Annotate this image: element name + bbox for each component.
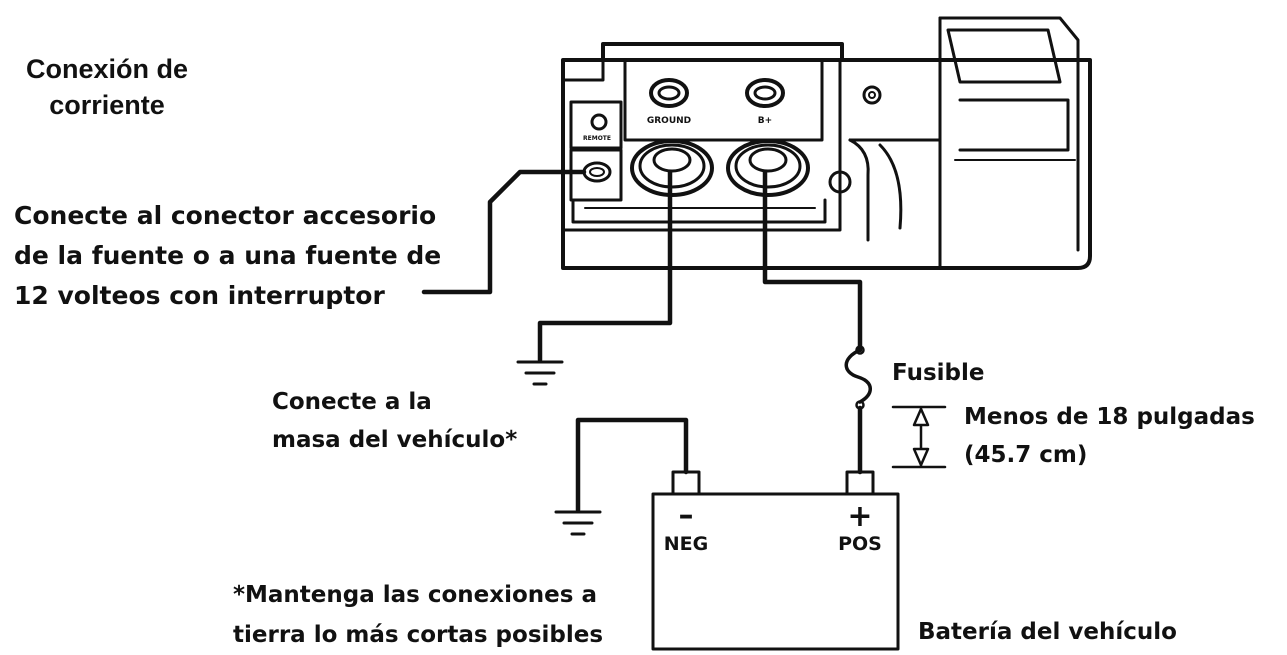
distance-dimension	[891, 405, 947, 469]
battery-ground-symbol-icon	[554, 510, 602, 536]
vehicle-ground-label: Conecte a la masa del vehículo*	[272, 383, 517, 459]
bplus-grommet	[726, 139, 810, 197]
diagram-title: Conexión de corriente	[26, 52, 188, 123]
ground-note-line2: tierra lo más cortas posibles	[233, 622, 604, 648]
ground-terminal-small	[649, 78, 689, 108]
battery-neg-label: NEG	[664, 533, 708, 555]
ground-terminal-label: GROUND	[647, 116, 691, 126]
battery-neg-symbol: –	[679, 498, 694, 533]
accessory-connection-label: Conecte al conector accesorio de la fuen…	[14, 196, 441, 316]
remote-wire	[421, 169, 587, 295]
battery-pos-symbol: +	[847, 499, 872, 534]
diagram-title-line2: corriente	[49, 89, 165, 120]
diagram-title-line1: Conexión de	[26, 54, 189, 84]
fuse-symbol	[844, 348, 872, 404]
fuse-label: Fusible	[892, 360, 985, 386]
vehicle-ground-label-line1: Conecte a la	[272, 389, 432, 415]
amplifier-device	[561, 16, 1092, 270]
battery-label: Batería del vehículo	[918, 619, 1177, 645]
ground-note-line1: *Mantenga las conexiones a	[233, 582, 597, 608]
distance-label: Menos de 18 pulgadas (45.7 cm)	[964, 398, 1255, 474]
ground-note: *Mantenga las conexiones a tierra lo más…	[233, 575, 603, 655]
bplus-terminal-label: B+	[758, 116, 772, 126]
bplus-wire	[762, 169, 863, 353]
accessory-label-line3: 12 volteos con interruptor	[14, 281, 385, 310]
accessory-label-line1: Conecte al conector accesorio	[14, 201, 437, 230]
neg-battery-wire	[575, 417, 689, 513]
distance-label-line2: (45.7 cm)	[964, 442, 1088, 468]
vehicle-ground-label-line2: masa del vehículo*	[272, 427, 518, 453]
distance-label-line1: Menos de 18 pulgadas	[964, 404, 1255, 430]
battery-pos-label: POS	[838, 533, 882, 555]
vehicle-battery	[651, 470, 900, 651]
bplus-terminal-small	[745, 78, 785, 108]
device-ground-symbol-icon	[516, 360, 564, 386]
remote-label: REMOTE	[583, 135, 611, 142]
device-ground-wire	[537, 169, 673, 363]
accessory-label-line2: de la fuente o a una fuente de	[14, 241, 442, 270]
